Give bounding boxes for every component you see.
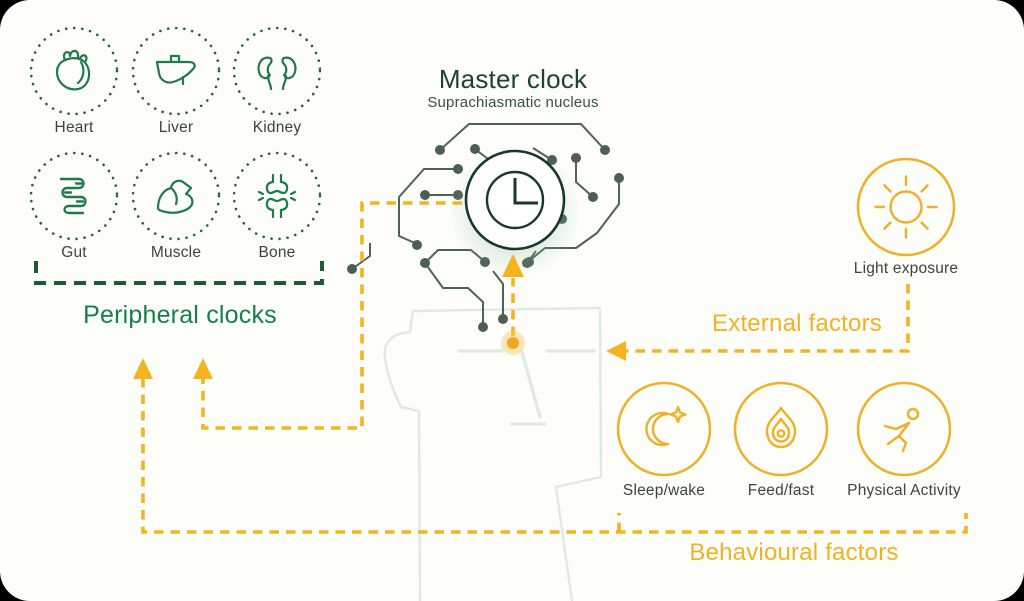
scn-dot	[501, 331, 525, 355]
organ-circles	[29, 26, 322, 241]
moon-icon	[645, 405, 687, 447]
organ-circle-heart	[29, 26, 119, 116]
runner-icon	[883, 407, 920, 453]
heart-icon	[55, 49, 91, 91]
sun-icon	[874, 175, 938, 239]
behavioural-circles	[616, 381, 952, 477]
external-factors-heading: External factors	[712, 310, 882, 337]
kidney-icon	[257, 56, 297, 91]
master-clock-subtitle: Suprachiasmatic nucleus	[427, 94, 599, 111]
organ-circle-bone	[232, 151, 322, 241]
master-clock-title: Master clock	[438, 64, 588, 94]
clock-icon	[464, 149, 566, 251]
lightexposure-to-head-line	[625, 284, 910, 353]
organ-label-bone: Bone	[258, 244, 296, 261]
arrowheads	[133, 254, 626, 379]
behaviour-circle-feed	[733, 381, 829, 477]
organ-label-muscle: Muscle	[150, 244, 202, 261]
light-exposure-label: Light exposure	[853, 260, 959, 277]
behaviour-circle-activity	[856, 381, 952, 477]
arrow-up-peripheral-2	[193, 358, 213, 379]
head-silhouette-icon	[383, 306, 603, 601]
light-exposure-circle	[856, 157, 956, 257]
arrow-left-head	[606, 341, 626, 361]
organ-label-heart: Heart	[54, 119, 94, 136]
liver-icon	[155, 54, 196, 86]
bone-icon	[257, 173, 297, 219]
behavioural-factors-heading: Behavioural factors	[689, 539, 899, 566]
avocado-icon	[765, 406, 797, 449]
masterclock-to-peripheral-line	[201, 201, 462, 430]
organ-circle-kidney	[232, 26, 322, 116]
behavioural-to-peripheral-line	[141, 378, 968, 534]
feed-fast-label: Feed/fast	[747, 482, 815, 499]
connector-lines	[141, 201, 968, 534]
organ-label-kidney: Kidney	[252, 119, 302, 136]
peripheral-bracket	[34, 261, 324, 285]
organ-circle-muscle	[131, 151, 221, 241]
arrow-up-peripheral-1	[133, 358, 153, 379]
organ-label-gut: Gut	[61, 244, 87, 261]
sleep-wake-label: Sleep/wake	[622, 482, 706, 499]
behaviour-circle-sleep	[616, 381, 712, 477]
gut-icon	[59, 177, 87, 215]
peripheral-clocks-heading: Peripheral clocks	[83, 301, 277, 329]
organ-circle-gut	[29, 151, 119, 241]
organ-circle-liver	[131, 26, 221, 116]
muscle-icon	[156, 179, 194, 214]
physical-activity-label: Physical Activity	[847, 482, 961, 499]
arrow-up-masterclock	[502, 254, 524, 277]
organ-label-liver: Liver	[158, 119, 194, 136]
